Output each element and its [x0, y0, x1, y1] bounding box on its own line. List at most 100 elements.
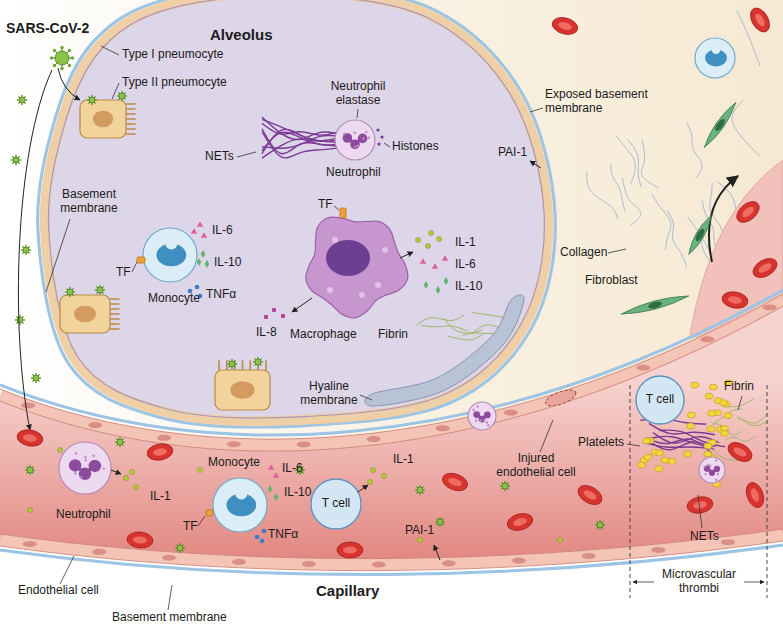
monocyte-cell [143, 228, 197, 282]
virus [117, 91, 128, 102]
molecule-label: PAI-1 [498, 146, 527, 160]
virus [227, 359, 238, 370]
leader-line [112, 83, 119, 99]
tissue-factor [340, 208, 346, 218]
molecule-label: PAI-1 [405, 524, 434, 538]
endothelial-nucleus [21, 402, 35, 408]
structure-label: Fibrin [378, 328, 408, 342]
cell-label: Neutrophil [326, 166, 381, 180]
histone [376, 128, 379, 131]
structure-label: Fibrin [724, 380, 754, 394]
tissue-factor [137, 257, 145, 263]
red-blood-cell [337, 542, 363, 558]
virus [15, 315, 26, 326]
arrow [400, 252, 413, 258]
cytokine-il10 [268, 485, 279, 501]
endothelium-edge [0, 541, 783, 571]
cell-label: Endothelial cell [18, 584, 99, 598]
type-ii-pneumocyte [215, 361, 270, 410]
bracket-line [767, 385, 768, 598]
hyaline-membrane [365, 295, 524, 406]
cell-label: Type II pneumocyte [122, 76, 227, 90]
cytokine-il1 [416, 231, 442, 249]
collagen-fiber [732, 100, 760, 156]
cytokine-label: IL-6 [282, 462, 303, 476]
cell-label: T cell [643, 393, 677, 407]
region-label: Alveolus [210, 26, 273, 43]
leader-line [540, 420, 553, 452]
endothelial-nucleus [88, 422, 102, 428]
cytokine-il6 [191, 221, 207, 238]
arrow [709, 176, 738, 262]
platelet [643, 438, 651, 444]
virus [50, 46, 75, 71]
red-blood-cell [575, 482, 606, 509]
arrow [633, 582, 654, 583]
leader-line [60, 556, 74, 584]
arrow [58, 68, 80, 100]
endothelial-nucleus [763, 304, 777, 310]
t-cell [311, 479, 361, 529]
virus [595, 520, 606, 531]
collagen-fiber [641, 140, 658, 188]
collagen-fiber [616, 136, 635, 184]
cytokine-label: IL-10 [455, 280, 482, 294]
cytokine-il6 [268, 464, 279, 478]
t-cell [636, 376, 684, 424]
endothelial-nucleus [700, 336, 714, 342]
platelet [644, 454, 652, 460]
arrow [434, 545, 440, 560]
fibroblast-cell [701, 100, 739, 150]
cytokine-il1 [124, 470, 139, 490]
fibrin-strand [416, 315, 464, 325]
histone [377, 142, 380, 145]
platelet [724, 413, 732, 419]
structure-label: Basement membrane [112, 611, 227, 625]
cytokine-il1 [368, 468, 387, 485]
cell-label: Monocyte [148, 292, 200, 306]
endothelial-nucleus [302, 561, 316, 567]
net-strand [648, 440, 714, 449]
arrow [530, 161, 541, 168]
endothelial-nucleus [436, 425, 450, 431]
endothelial-nucleus [157, 435, 171, 441]
cytokine-label: IL-6 [455, 258, 476, 272]
leader-line [168, 585, 172, 610]
red-blood-cell [126, 531, 153, 549]
structure-label: Collagen [560, 246, 607, 260]
red-blood-cell [550, 15, 579, 37]
cytokine-tnf [255, 529, 267, 544]
collagen-fiber [627, 139, 641, 187]
cytokine-label: IL-8 [256, 326, 277, 340]
virus [11, 155, 22, 166]
red-blood-cell [747, 5, 774, 36]
endothelial-nucleus [721, 539, 735, 545]
region-label: Capillary [316, 582, 379, 599]
neutrophil-cell [468, 402, 496, 430]
platelet [708, 410, 716, 416]
cell-label: Monocyte [208, 456, 260, 470]
platelet [704, 443, 712, 449]
platelet [655, 466, 663, 472]
platelet [721, 430, 729, 436]
cell-label: Type I pneumocyte [122, 48, 223, 62]
platelet [714, 398, 722, 404]
virus [175, 543, 186, 554]
platelet [691, 382, 699, 388]
collagen-fiber [667, 211, 686, 267]
type-ii-pneumocyte [80, 100, 135, 138]
leader-line [46, 219, 70, 292]
type-i-pneumocyte-line [48, 0, 544, 418]
endothelial-nucleus [512, 558, 526, 564]
platelet [656, 450, 664, 456]
red-blood-cell [146, 442, 174, 462]
cytokine-label: IL-10 [214, 256, 241, 270]
molecule-label: TF [318, 198, 333, 212]
endothelial-nucleus [232, 559, 246, 565]
cytokine-il10 [197, 250, 210, 268]
endothelial-nucleus [442, 560, 456, 566]
endothelium-edge [0, 529, 783, 559]
endothelial-nucleus [651, 547, 665, 553]
injured-endothelial-cell [544, 387, 578, 409]
platelet [686, 423, 694, 429]
